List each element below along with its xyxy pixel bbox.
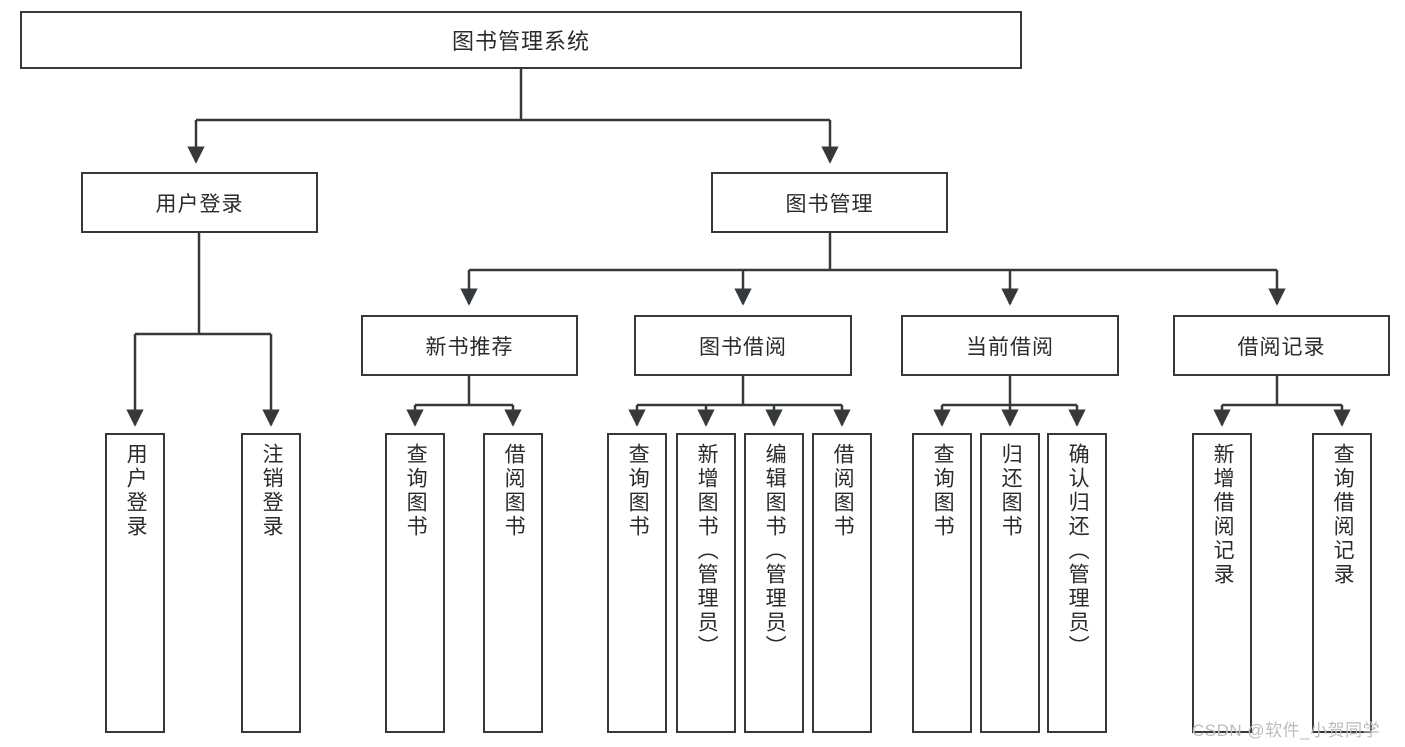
leaf-new-book-recommend-1[interactable]: 借阅图书: [483, 433, 543, 733]
node-new-book-recommend[interactable]: 新书推荐: [361, 315, 578, 376]
leaf-book-borrow-3[interactable]: 借阅图书: [812, 433, 872, 733]
node-book-borrow[interactable]: 图书借阅: [634, 315, 852, 376]
leaf-borrow-record-0[interactable]: 新增借阅记录: [1192, 433, 1252, 733]
node-book-borrow-label: 图书借阅: [699, 335, 787, 359]
node-book-manage-label: 图书管理: [785, 192, 874, 216]
leaf-user-login-0-label: 用户登录: [124, 443, 148, 539]
leaf-book-borrow-2-label: 编辑图书（管理员）: [763, 443, 787, 659]
leaf-current-borrow-1[interactable]: 归还图书: [980, 433, 1040, 733]
leaf-new-book-recommend-1-label: 借阅图书: [502, 443, 526, 539]
leaf-book-borrow-0-label: 查询图书: [626, 443, 650, 539]
leaf-current-borrow-1-label: 归还图书: [999, 443, 1023, 539]
leaf-book-borrow-1-label: 新增图书（管理员）: [695, 443, 719, 659]
node-root-label: 图书管理系统: [451, 29, 590, 54]
node-book-manage[interactable]: 图书管理: [711, 172, 948, 233]
node-user-login[interactable]: 用户登录: [81, 172, 318, 233]
leaf-borrow-record-0-label: 新增借阅记录: [1211, 443, 1235, 587]
leaf-new-book-recommend-0-label: 查询图书: [404, 443, 428, 539]
node-user-login-label: 用户登录: [155, 192, 244, 216]
leaf-current-borrow-0[interactable]: 查询图书: [912, 433, 972, 733]
node-current-borrow[interactable]: 当前借阅: [901, 315, 1119, 376]
leaf-current-borrow-2-label: 确认归还（管理员）: [1066, 443, 1090, 659]
node-root[interactable]: 图书管理系统: [20, 11, 1022, 69]
leaf-borrow-record-1[interactable]: 查询借阅记录: [1312, 433, 1372, 733]
leaf-borrow-record-1-label: 查询借阅记录: [1331, 443, 1355, 587]
leaf-current-borrow-2[interactable]: 确认归还（管理员）: [1047, 433, 1107, 733]
node-borrow-record[interactable]: 借阅记录: [1173, 315, 1390, 376]
leaf-book-borrow-0[interactable]: 查询图书: [607, 433, 667, 733]
csdn-watermark: CSDN @软件_小贺同学: [1192, 721, 1381, 740]
leaf-current-borrow-0-label: 查询图书: [931, 443, 955, 539]
leaf-new-book-recommend-0[interactable]: 查询图书: [385, 433, 445, 733]
leaf-user-login-0[interactable]: 用户登录: [105, 433, 165, 733]
leaf-user-login-1-label: 注销登录: [260, 443, 284, 539]
node-new-book-recommend-label: 新书推荐: [425, 335, 514, 359]
node-borrow-record-label: 借阅记录: [1237, 335, 1326, 359]
node-current-borrow-label: 当前借阅: [966, 335, 1054, 359]
leaf-book-borrow-2[interactable]: 编辑图书（管理员）: [744, 433, 804, 733]
leaf-book-borrow-3-label: 借阅图书: [831, 443, 855, 539]
leaf-book-borrow-1[interactable]: 新增图书（管理员）: [676, 433, 736, 733]
leaf-user-login-1[interactable]: 注销登录: [241, 433, 301, 733]
